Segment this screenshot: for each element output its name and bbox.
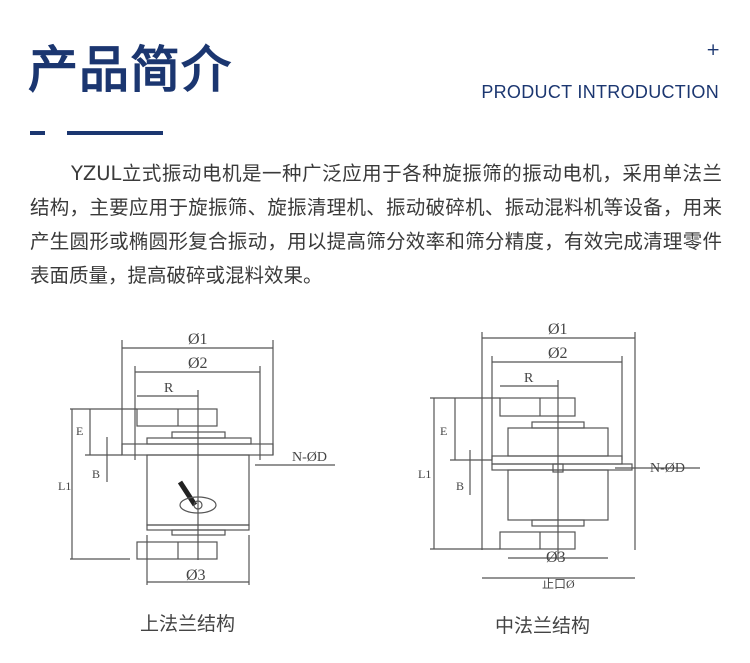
diagram-caption: 上法兰结构: [140, 613, 235, 635]
label-d1: Ø1: [188, 331, 208, 348]
label-e: E: [76, 424, 83, 438]
label-spigot: 止口Ø: [542, 577, 575, 591]
label-d3: Ø3: [546, 549, 566, 566]
page-title: 产品简介: [28, 41, 232, 99]
label-e: E: [440, 424, 447, 438]
diagram-upper-flange: Ø1 Ø2 R E B L1 N-ØD Ø3 上法兰结构: [58, 331, 335, 635]
page-subtitle: PRODUCT INTRODUCTION: [481, 82, 719, 102]
label-d1: Ø1: [548, 321, 568, 338]
divider-long: [67, 131, 163, 135]
label-d2: Ø2: [548, 345, 568, 362]
label-nd: N-ØD: [292, 450, 327, 465]
label-nd: N-ØD: [650, 461, 685, 476]
label-b: B: [456, 479, 464, 493]
diagram-caption: 中法兰结构: [495, 615, 590, 637]
divider-short: [30, 131, 45, 135]
label-r: R: [164, 381, 174, 396]
diagram-middle-flange: Ø1 Ø2 R E B L1 N-ØD Ø3 止口Ø 中法兰结构: [418, 321, 700, 637]
label-b: B: [92, 467, 100, 481]
label-d2: Ø2: [188, 355, 208, 372]
plus-icon: +: [706, 40, 721, 60]
label-l1: L1: [58, 479, 71, 493]
label-l1: L1: [418, 467, 431, 481]
label-d3: Ø3: [186, 567, 206, 584]
intro-paragraph: YZUL立式振动电机是一种广泛应用于各种旋振筛的振动电机，采用单法兰结构，主要应…: [30, 162, 722, 287]
label-r: R: [524, 371, 534, 386]
